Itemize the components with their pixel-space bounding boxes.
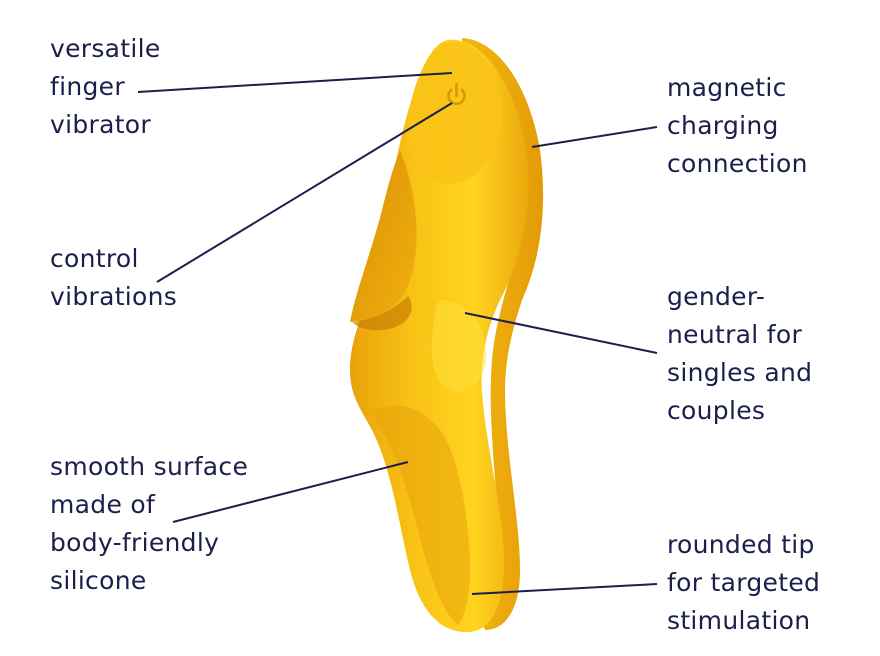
- leader-smooth: [172, 461, 409, 523]
- leader-versatile: [137, 72, 453, 93]
- leader-rounded: [471, 583, 658, 595]
- leader-magnetic: [531, 126, 658, 148]
- label-smooth-surface: smooth surface made of body-friendly sil…: [50, 452, 249, 595]
- label-rounded-tip: rounded tip for targeted stimulation: [667, 530, 821, 635]
- label-magnetic-charging: magnetic charging connection: [667, 73, 808, 178]
- product-image: [350, 38, 544, 633]
- power-icon: [447, 82, 466, 105]
- label-gender-neutral: gender- neutral for singles and couples: [667, 282, 813, 425]
- leader-gender: [464, 312, 658, 354]
- label-versatile-finger-vibrator: versatile finger vibrator: [50, 34, 161, 139]
- label-control-vibrations: control vibrations: [50, 244, 178, 311]
- leader-control: [156, 102, 453, 283]
